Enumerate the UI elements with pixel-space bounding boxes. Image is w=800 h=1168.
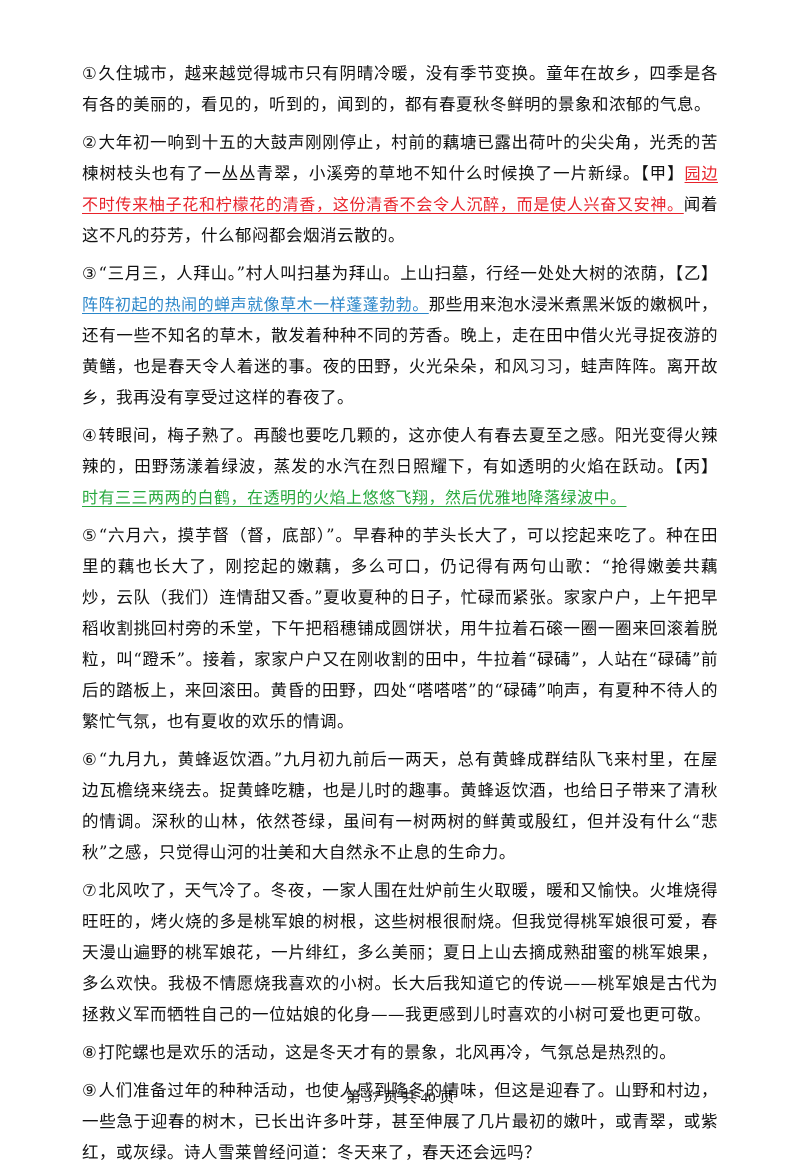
marker-bing: 【丙】 [674,457,719,476]
highlighted-sentence-yi: 阵阵初起的热闹的蝉声就像草木一样蓬蓬勃勃。 [82,295,429,314]
paragraph-1: ①久住城市，越来越觉得城市只有阴晴冷暖，没有季节变换。童年在故乡，四季是各有各的… [82,58,718,120]
paragraph-5: ⑤“六月六，摸芋督（督，底部）”。早春种的芋头长大了，可以挖起来吃了。种在田里的… [82,520,718,737]
marker-jia: 【甲】 [640,164,685,183]
paragraph-text-after: 闻着这不凡的芬芳，什么郁闷都会烟消云散的。 [82,195,718,245]
paragraph-number: ⑨ [82,1081,98,1100]
document-page: ①久住城市，越来越觉得城市只有阴晴冷暖，没有季节变换。童年在故乡，四季是各有各的… [82,58,718,1162]
paragraph-number: ⑤ [82,526,98,545]
paragraph-text-after: 那些用来泡水浸米煮黑米饭的嫩枫叶，还有一些不知名的草木，散发着种种不同的芳香。晚… [82,295,718,407]
paragraph-text: 北风吹了，天气冷了。冬夜，一家人围在灶炉前生火取暖，暖和又愉快。火堆烧得旺旺的，… [82,881,719,1024]
page-footer: 第 37 页 共 40 页 [345,1090,455,1106]
paragraph-4: ④转眼间，梅子熟了。再酸也要吃几颗的，这亦使人有春去夏至之感。阳光变得火辣辣的，… [82,420,718,513]
paragraph-number: ⑥ [82,750,98,769]
paragraph-text: “三月三，人拜山。”村人叫扫基为拜山。上山扫墓，行经一处处大树的浓荫， [98,264,675,283]
paragraph-6: ⑥“九月九，黄蜂返饮酒。”九月初九前后一两天，总有黄蜂成群结队飞来村里，在屋边瓦… [82,744,718,868]
paragraph-number: ⑦ [82,881,98,900]
paragraph-text: “九月九，黄蜂返饮酒。”九月初九前后一两天，总有黄蜂成群结队飞来村里，在屋边瓦檐… [82,750,718,862]
paragraph-number: ① [82,64,98,83]
paragraph-text: 转眼间，梅子熟了。再酸也要吃几颗的，这亦使人有春去夏至之感。阳光变得火辣辣的，田… [82,426,719,476]
paragraph-8: ⑧打陀螺也是欢乐的活动，这是冬天才有的景象，北风再冷，气氛总是热烈的。 [82,1037,718,1068]
paragraph-text: 打陀螺也是欢乐的活动，这是冬天才有的景象，北风再冷，气氛总是热烈的。 [98,1043,677,1062]
paragraph-number: ④ [82,426,98,445]
paragraph-number: ③ [82,264,98,283]
paragraph-number: ⑧ [82,1043,98,1062]
highlighted-sentence-jia: 园边不时传来柚子花和柠檬花的清香，这份清香不会令人沉醉，而是使人兴奋又安神。 [82,164,718,214]
paragraph-text: 大年初一响到十五的大鼓声刚刚停止，村前的藕塘已露出荷叶的尖尖角，光秃的苦楝树枝头… [82,133,719,183]
paragraph-7: ⑦北风吹了，天气冷了。冬夜，一家人围在灶炉前生火取暖，暖和又愉快。火堆烧得旺旺的… [82,875,718,1030]
highlighted-sentence-bing: 时有三三两两的白鹤，在透明的火焰上悠悠飞翔，然后优雅地降落绿波中。 [82,488,627,507]
paragraph-2: ②大年初一响到十五的大鼓声刚刚停止，村前的藕塘已露出荷叶的尖尖角，光秃的苦楝树枝… [82,127,718,251]
paragraph-number: ② [82,133,98,152]
paragraph-3: ③“三月三，人拜山。”村人叫扫基为拜山。上山扫墓，行经一处处大树的浓荫，【乙】阵… [82,258,718,413]
paragraph-text: “六月六，摸芋督（督，底部）”。早春种的芋头长大了，可以挖起来吃了。种在田里的藕… [82,526,718,731]
paragraph-text: 久住城市，越来越觉得城市只有阴晴冷暖，没有季节变换。童年在故乡，四季是各有各的美… [82,64,719,114]
marker-yi: 【乙】 [674,264,719,283]
